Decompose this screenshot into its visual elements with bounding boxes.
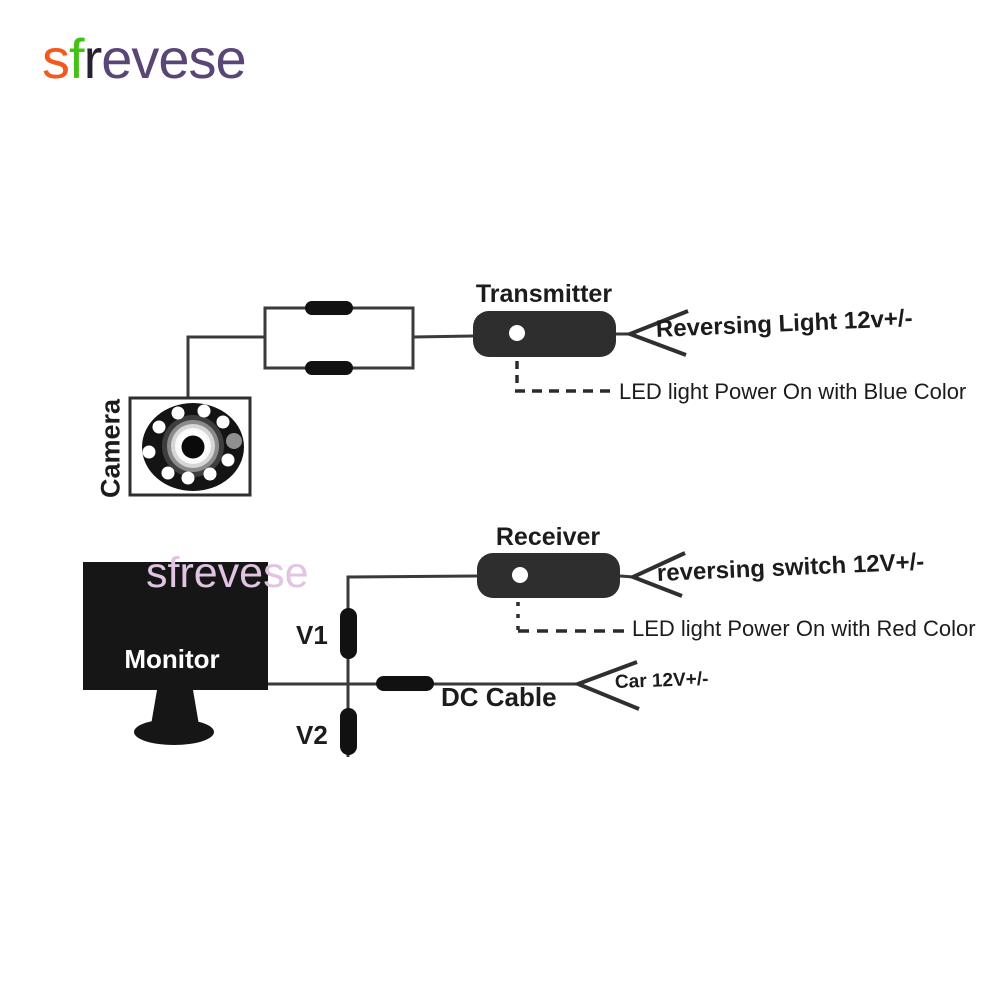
transmitter-led-dashed-line	[515, 361, 616, 393]
receiver-led-status-label: LED light Power On with Red Color	[632, 616, 976, 641]
camera-box	[128, 396, 252, 497]
camera-sensor-dot	[226, 433, 242, 449]
receiver-led-dot	[512, 567, 528, 583]
loop-bottom-connector	[305, 361, 353, 375]
camera-label: Camera	[95, 398, 126, 499]
v2-connector	[340, 708, 357, 755]
v1-connector	[340, 608, 357, 659]
logo-letter: s	[188, 27, 217, 90]
reversing-light-fork-icon	[624, 309, 689, 357]
camera-lens-icon	[142, 403, 244, 491]
transmitter-led-status-label: LED light Power On with Blue Color	[619, 379, 967, 404]
loop-top-connector	[305, 301, 353, 315]
camera-to-loop-wire	[186, 335, 265, 398]
logo-letter: s	[42, 27, 70, 90]
monitor-label: Monitor	[124, 644, 220, 674]
logo-letter: f	[69, 27, 85, 90]
reversing-switch-fork-icon	[627, 551, 686, 598]
logo-letter: r	[83, 27, 103, 90]
transmitter-led-dot	[509, 325, 525, 341]
brand-watermark: sfrevese	[146, 549, 309, 597]
car-power-label: Car 12V+/-	[614, 668, 709, 693]
camera-lens-center	[181, 435, 205, 459]
camera-led-dots	[142, 404, 235, 485]
receiver-body	[477, 553, 620, 598]
logo-letter: e	[158, 27, 189, 90]
transmitter-body	[473, 311, 616, 357]
receiver-led-dashed-line	[516, 602, 628, 633]
loop-to-transmitter-wire	[412, 334, 474, 339]
monitor-icon	[83, 562, 268, 745]
logo-letter: e	[101, 27, 132, 90]
dc-cable-label: DC Cable	[441, 682, 557, 712]
dc-cable-connector	[376, 676, 434, 691]
transmitter-label: Transmitter	[475, 280, 613, 308]
logo-letter: v	[131, 27, 159, 90]
cable-loop	[263, 306, 415, 370]
car-power-fork-icon	[572, 660, 640, 711]
logo-letter: e	[215, 27, 247, 90]
v2-label: V2	[296, 720, 328, 750]
brand-logo: sfrevese	[42, 26, 247, 91]
v1-label: V1	[296, 620, 328, 650]
video-wire	[346, 574, 478, 757]
receiver-label: Receiver	[495, 523, 601, 551]
